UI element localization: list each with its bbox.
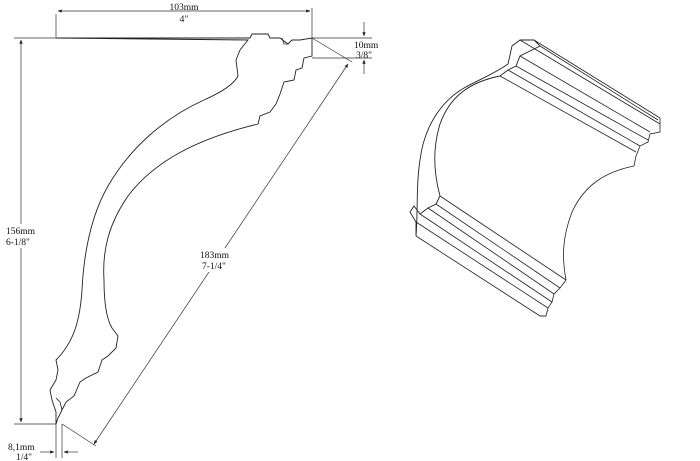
diagonal-in-label: 7-1/4" [202,262,226,272]
width-mm-label: 103mm [169,3,199,13]
dimension-height: 156mm 6-1/8" [4,37,56,425]
projection-mm-label: 10mm [354,41,379,51]
profile-bottom-step [55,397,63,411]
width-in-label: 4" [180,15,189,25]
dimension-top-projection: 10mm 3/8" [312,22,379,74]
iso-end-profile [409,39,541,237]
iso-far-profile [540,118,661,317]
dimension-width: 103mm 4" [55,3,313,38]
height-mm-label: 156mm [6,227,36,237]
bottom-in-label: 1/4" [16,453,32,461]
height-in-label: 6-1/8" [6,238,30,248]
iso-top-edge [519,39,661,125]
isometric-view [409,39,661,317]
dimension-diagonal: 183mm 7-1/4" [61,37,353,447]
bottom-mm-label: 8,1mm [8,443,35,453]
diagonal-mm-label: 183mm [200,251,230,261]
profile-section [49,33,313,425]
molding-profile-outline [49,33,313,425]
dimension-bottom: 8,1mm 1/4" [8,424,78,461]
iso-bottom-edge [415,235,541,317]
projection-in-label: 3/8" [356,51,372,61]
profile-step-detail [281,37,288,45]
